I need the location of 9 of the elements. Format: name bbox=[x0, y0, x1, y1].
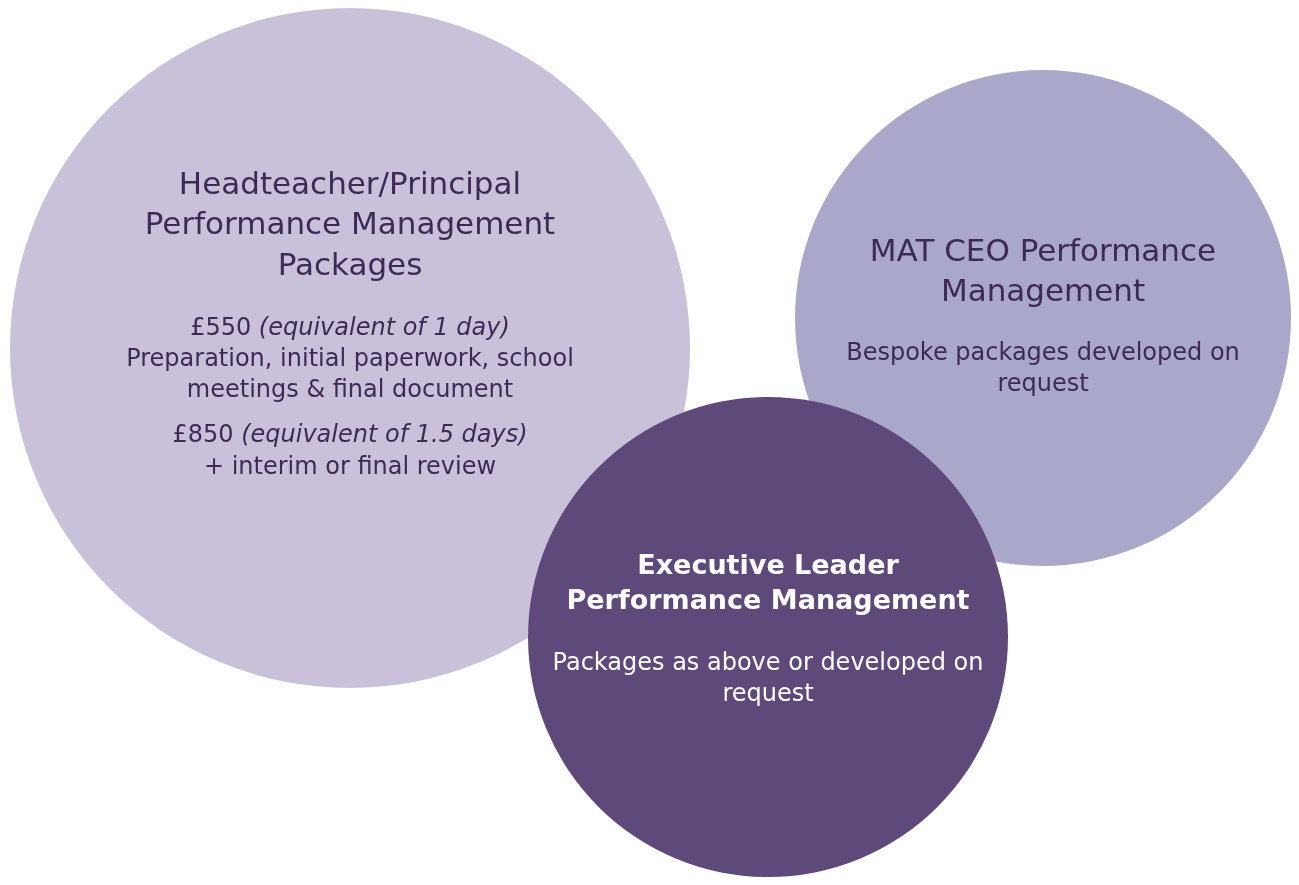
description-text: Preparation, initial paperwork, school meetings & final document bbox=[125, 343, 575, 406]
heading: Executive Leader Performance Management bbox=[565, 548, 971, 618]
description-text: £550 (equivalent of 1 day) bbox=[190, 311, 510, 343]
description-text: Packages as above or developed on request bbox=[551, 647, 985, 710]
heading: MAT CEO Performance Management bbox=[868, 231, 1218, 311]
description-text: £850 (equivalent of 1.5 days) bbox=[172, 419, 528, 451]
description-text: + interim or final review bbox=[203, 450, 497, 482]
description-text: Bespoke packages developed on request bbox=[845, 336, 1241, 399]
heading: Headteacher/Principal Performance Management Packages bbox=[143, 164, 557, 284]
